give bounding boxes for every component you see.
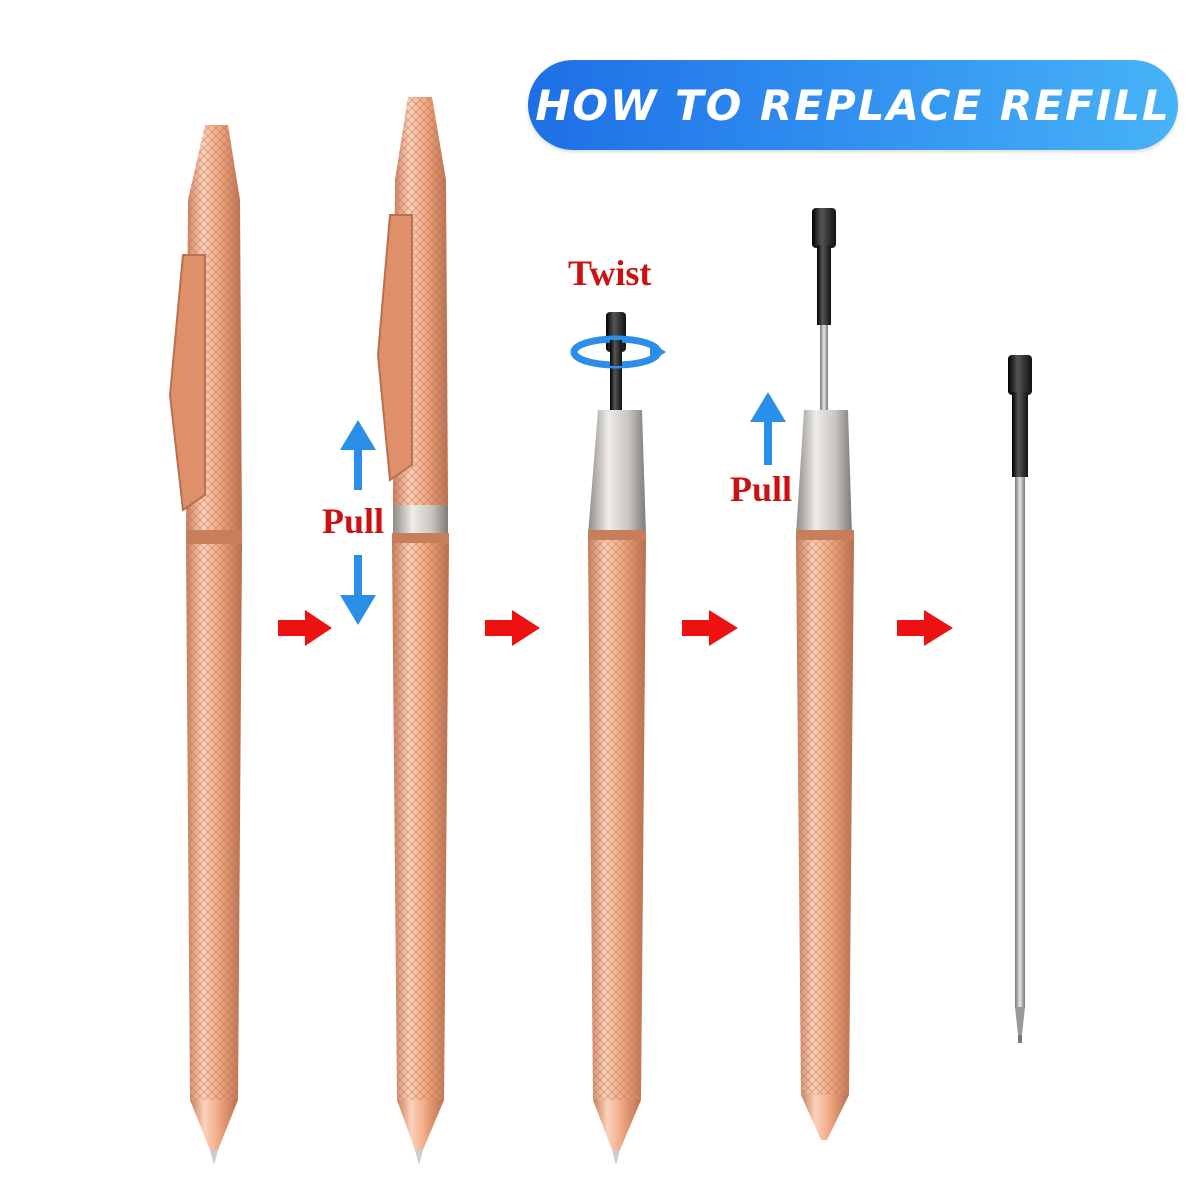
- banner-title: HOW TO REPLACE REFILL: [535, 80, 1171, 130]
- pen-step-2: [376, 97, 449, 1165]
- refill: [1008, 355, 1032, 1043]
- red-right-arrow-icon: [897, 610, 953, 646]
- pull-label-1: Pull: [322, 501, 385, 541]
- red-right-arrow-icon: [278, 610, 332, 646]
- blue-double-arrow-icon: [340, 420, 376, 625]
- twist-rotation-icon: [570, 335, 666, 369]
- pen-step-1: [168, 125, 242, 1165]
- red-right-arrow-icon: [485, 610, 540, 646]
- pull-label-2: Pull: [730, 469, 793, 509]
- title-banner: HOW TO REPLACE REFILL: [528, 60, 1178, 150]
- pen-step-4: [796, 208, 854, 1140]
- pen-step-3: [588, 312, 646, 1165]
- blue-up-arrow-icon: [750, 392, 786, 465]
- red-right-arrow-icon: [682, 610, 738, 646]
- twist-label: Twist: [568, 253, 652, 293]
